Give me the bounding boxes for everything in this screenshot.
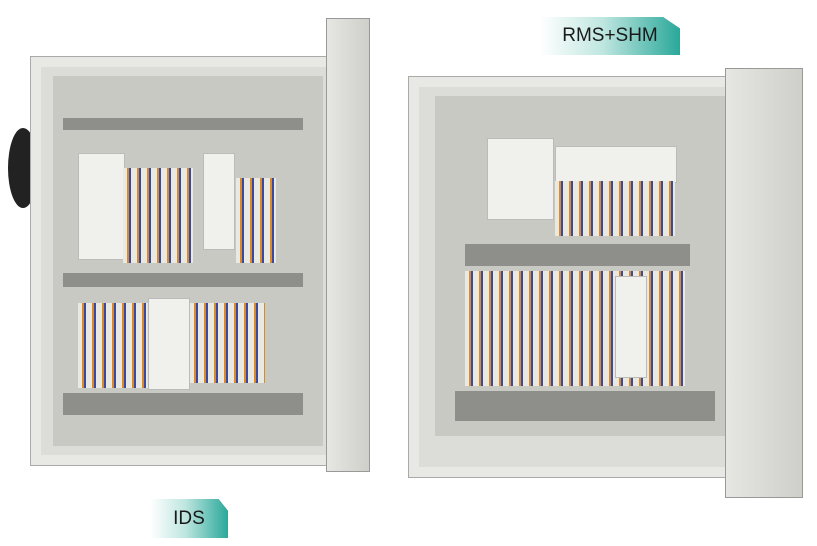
terminal-block [190, 303, 265, 383]
rms-shm-cabinet-photo [405, 66, 807, 498]
cabinet-door [326, 18, 370, 472]
terminal-block [123, 168, 193, 263]
power-supply [615, 276, 647, 378]
power-module [203, 153, 235, 250]
terminal-block [78, 303, 148, 388]
power-supply [148, 298, 190, 390]
din-rail [63, 393, 303, 415]
din-rail [63, 118, 303, 130]
ids-label-text: IDS [173, 507, 205, 529]
din-rail [63, 273, 303, 287]
controller-module [487, 138, 554, 220]
cabinet-door [725, 68, 803, 498]
terminal-block [555, 181, 675, 236]
rms-shm-label: RMS+SHM [540, 17, 680, 55]
din-rail [465, 244, 690, 266]
terminal-block [465, 271, 685, 386]
controller-module [78, 153, 125, 260]
io-modules [555, 146, 677, 183]
ids-cabinet-photo [8, 18, 370, 473]
ids-label: IDS [150, 499, 228, 538]
din-rail [455, 391, 715, 421]
terminal-block [236, 178, 276, 263]
rms-shm-label-text: RMS+SHM [562, 25, 658, 46]
